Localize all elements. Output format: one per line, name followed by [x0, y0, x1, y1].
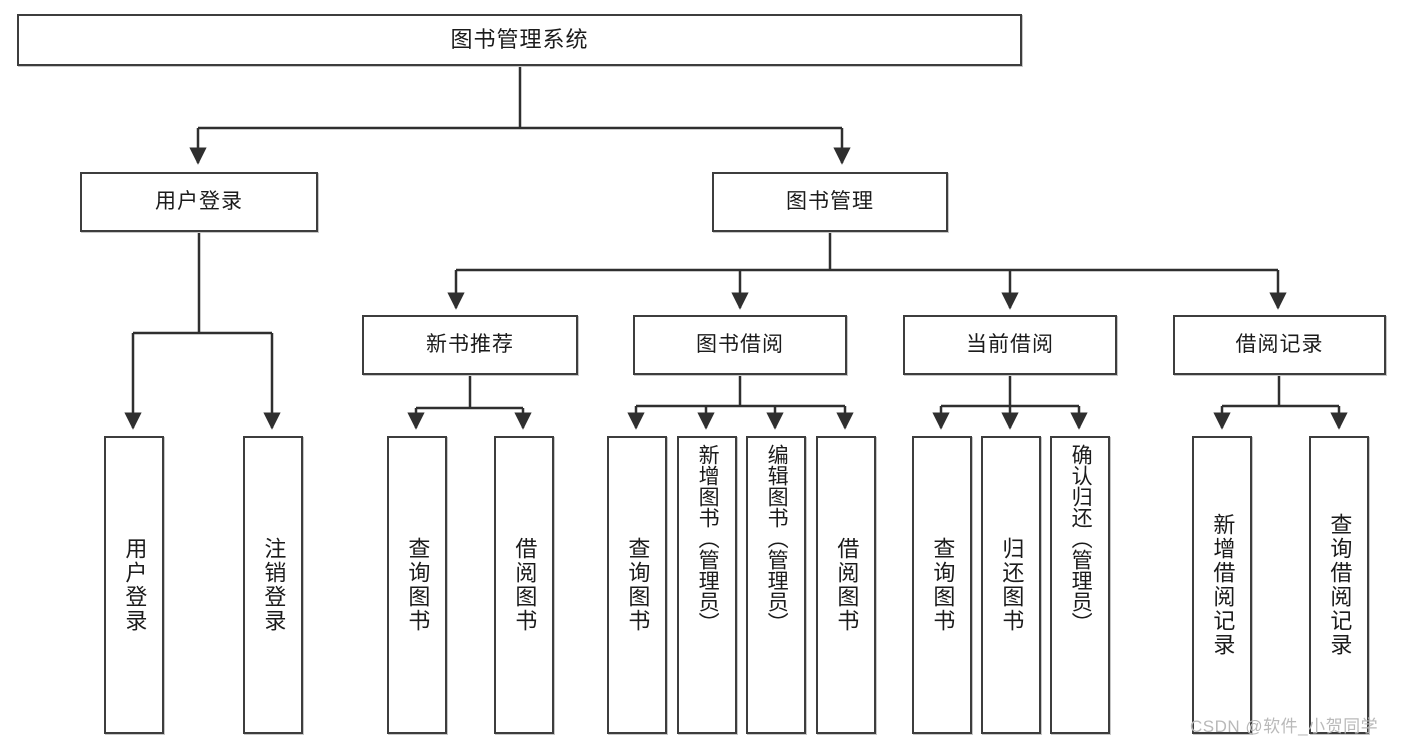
node-label: 编辑图书（管理员）: [765, 444, 789, 633]
node-label: 归还图书: [999, 537, 1025, 633]
node-user-login[interactable]: 用户登录: [80, 172, 318, 232]
node-label: 图书管理系统: [450, 26, 589, 52]
node-label: 新增图书（管理员）: [696, 444, 720, 633]
leaf-user-login[interactable]: 用户登录: [104, 436, 164, 734]
node-label: 查询借阅记录: [1327, 513, 1353, 657]
node-label: 图书管理: [786, 190, 874, 214]
node-borrow-record[interactable]: 借阅记录: [1173, 315, 1386, 375]
leaf-query-book-recommend[interactable]: 查询图书: [387, 436, 447, 734]
watermark: CSDN @软件_小贺同学: [1190, 717, 1379, 736]
leaf-user-logout[interactable]: 注销登录: [243, 436, 303, 734]
node-label: 新书推荐: [426, 333, 514, 357]
node-label: 借阅图书: [512, 537, 538, 633]
leaf-query-book-borrow[interactable]: 查询图书: [607, 436, 667, 734]
node-new-book-recommend[interactable]: 新书推荐: [362, 315, 578, 375]
node-label: 查询图书: [930, 537, 956, 633]
leaf-add-book-admin[interactable]: 新增图书（管理员）: [677, 436, 737, 734]
node-label: 借阅图书: [834, 537, 860, 633]
leaf-confirm-return-admin[interactable]: 确认归还（管理员）: [1050, 436, 1110, 734]
node-label: 借阅记录: [1235, 333, 1324, 357]
node-label: 确认归还（管理员）: [1069, 444, 1093, 633]
leaf-query-borrow-record[interactable]: 查询借阅记录: [1309, 436, 1369, 734]
node-root-book-management-system[interactable]: 图书管理系统: [17, 14, 1022, 66]
node-book-management[interactable]: 图书管理: [712, 172, 948, 232]
node-label: 图书借阅: [696, 333, 784, 357]
leaf-borrow-book[interactable]: 借阅图书: [816, 436, 876, 734]
leaf-query-book-current[interactable]: 查询图书: [912, 436, 972, 734]
node-label: 当前借阅: [966, 333, 1054, 357]
leaf-borrow-book-recommend[interactable]: 借阅图书: [494, 436, 554, 734]
node-label: 用户登录: [122, 537, 148, 633]
node-label: 新增借阅记录: [1210, 513, 1236, 657]
node-label: 注销登录: [261, 537, 287, 633]
node-current-borrow[interactable]: 当前借阅: [903, 315, 1117, 375]
leaf-edit-book-admin[interactable]: 编辑图书（管理员）: [746, 436, 806, 734]
node-label: 查询图书: [625, 537, 651, 633]
node-book-borrow[interactable]: 图书借阅: [633, 315, 847, 375]
node-label: 用户登录: [155, 190, 243, 214]
leaf-add-borrow-record[interactable]: 新增借阅记录: [1192, 436, 1252, 734]
leaf-return-book[interactable]: 归还图书: [981, 436, 1041, 734]
node-label: 查询图书: [405, 537, 431, 633]
